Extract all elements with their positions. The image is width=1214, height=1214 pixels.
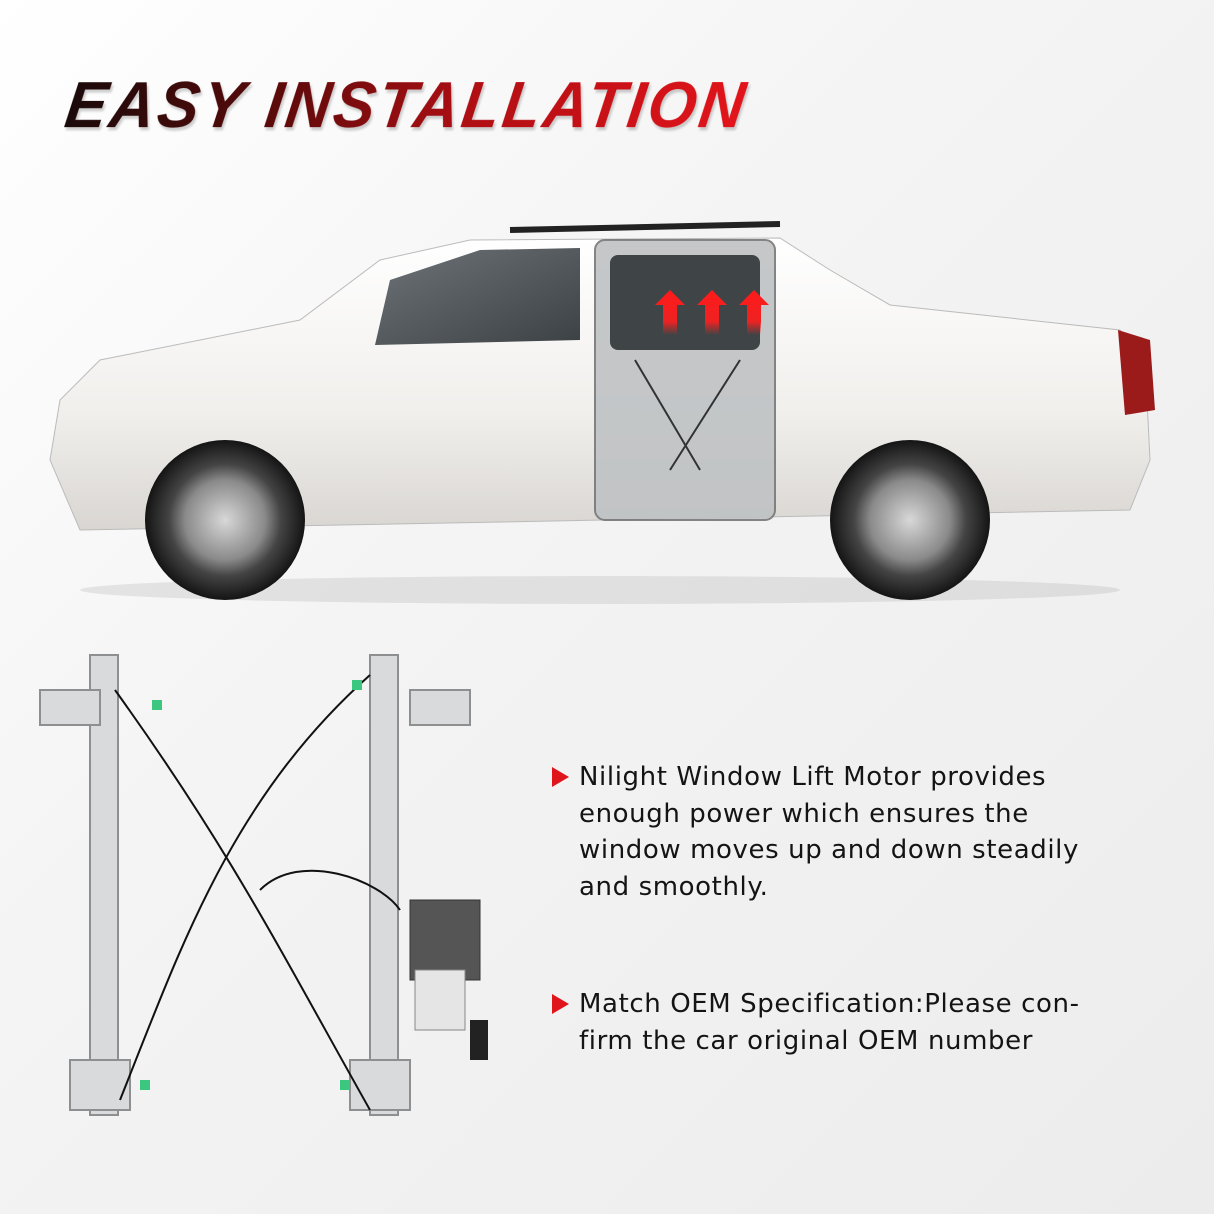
truck-image [49, 221, 1155, 604]
triangle-bullet-icon [552, 767, 569, 787]
page-title: EASY INSTALLATION [60, 69, 753, 142]
feature-bullet-oem: Match OEM Specification:Please con- firm… [552, 986, 1080, 1059]
feature-text: Nilight Window Lift Motor provides enoug… [579, 762, 1079, 902]
feature-text: Match OEM Specification:Please con- firm… [579, 989, 1080, 1056]
triangle-bullet-icon [552, 994, 569, 1014]
window-regulator-image [39, 654, 488, 1116]
up-arrow-icon [655, 290, 769, 335]
feature-bullet-motor: Nilight Window Lift Motor provides enoug… [552, 759, 1079, 905]
